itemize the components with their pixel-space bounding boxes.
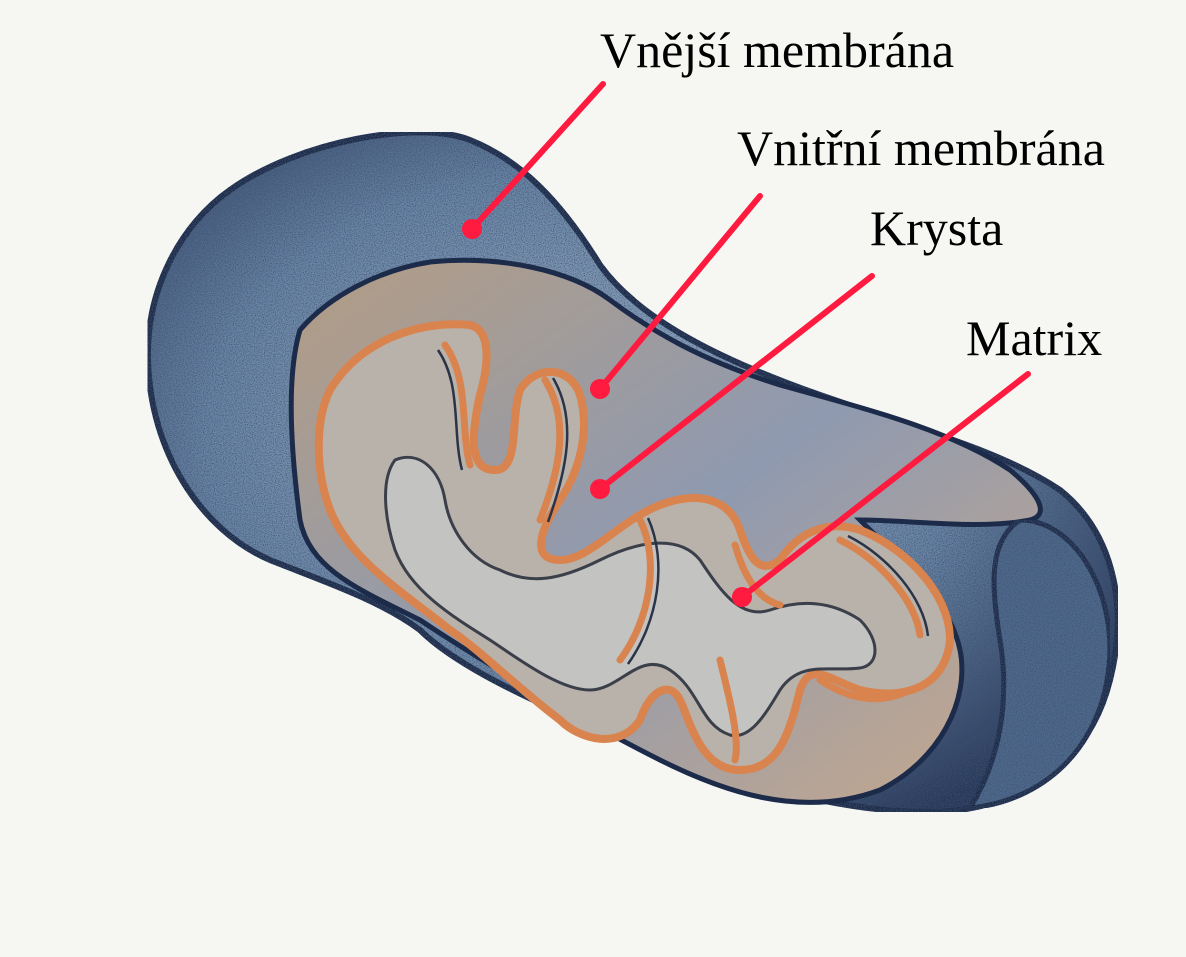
marker-dot-inner-membrane [590,379,610,399]
label-matrix: Matrix [966,310,1102,366]
marker-dot-matrix [732,587,752,607]
label-crista: Krysta [870,200,1003,256]
marker-dot-crista [590,479,610,499]
label-outer-membrane: Vnější membrána [600,22,954,78]
label-inner-membrane: Vnitřní membrána [737,120,1105,176]
marker-dot-outer-membrane [462,219,482,239]
